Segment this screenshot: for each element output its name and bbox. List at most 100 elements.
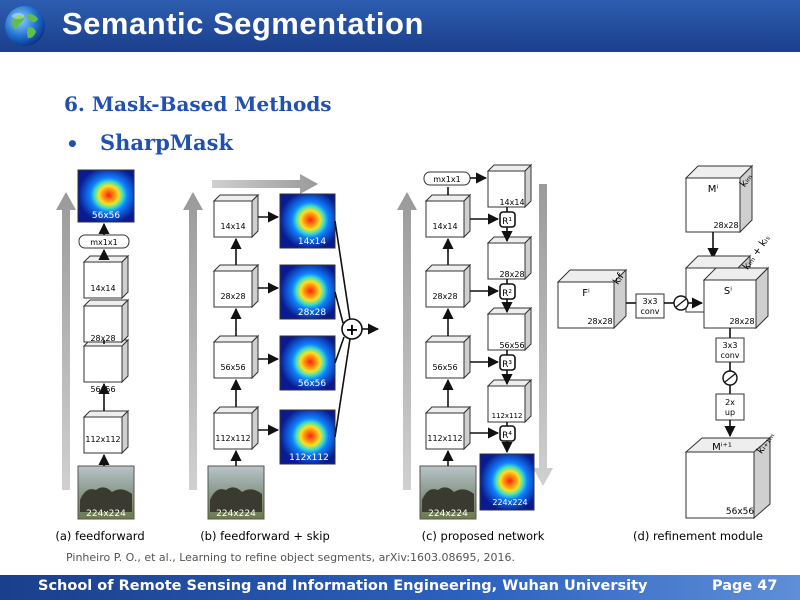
layer-label: 14x14 xyxy=(90,284,115,293)
input-size-b: 224x224 xyxy=(216,509,256,519)
cube-m-top: Mⁱ 28x28 kᵢₘ xyxy=(684,164,755,234)
page-title: Semantic Segmentation xyxy=(62,6,424,41)
skip-mask-56: 56x56 xyxy=(279,335,336,391)
mask-size: 56x56 xyxy=(499,341,524,350)
input-size-a: 224x224 xyxy=(86,509,126,519)
flow-arrow-up-c xyxy=(397,192,417,490)
mask-size: 112x112 xyxy=(289,453,329,463)
globe-icon xyxy=(5,6,45,46)
m-label: Mⁱ xyxy=(708,184,719,195)
refine-label: R¹ xyxy=(502,217,512,227)
input-image-b: 224x224 xyxy=(207,465,265,520)
caption-c: (c) proposed network xyxy=(422,529,545,543)
up-text: 2x xyxy=(725,398,735,407)
layer-a-28: 28x28 xyxy=(82,298,130,344)
panel-feedforward: 224x224 112x112 56x56 28x28 14x14 xyxy=(55,169,145,543)
flow-arrow-right-b xyxy=(212,174,318,194)
pool-label-a: mx1x1 xyxy=(90,238,117,247)
layer-a-14: 14x14 xyxy=(82,254,130,300)
layer-b-112: 112x112 xyxy=(212,405,260,451)
layer-label: 14x14 xyxy=(220,222,245,231)
refine-mask-14: 14x14 xyxy=(486,163,533,209)
mask-size: 28x28 xyxy=(499,270,524,279)
footer-school: School of Remote Sensing and Information… xyxy=(38,578,648,594)
refine-mask-28: 28x28 xyxy=(486,235,533,281)
conv-left: 3x3 conv xyxy=(635,293,665,319)
m-size: 28x28 xyxy=(713,221,738,230)
refine-mask-56: 56x56 xyxy=(486,306,533,352)
sharpmask-diagram: 224x224 112x112 56x56 28x28 14x14 xyxy=(55,163,777,543)
layer-label: 14x14 xyxy=(432,222,457,231)
layer-label: 112x112 xyxy=(427,434,462,443)
refine-block-2: R² xyxy=(499,283,516,300)
layer-label: 112x112 xyxy=(215,434,250,443)
panel-proposed: 224x224 112x112 56x56 28x28 14x14 xyxy=(397,163,553,543)
conv-text: conv xyxy=(640,307,659,316)
layer-label: 56x56 xyxy=(432,363,457,372)
layer-label: 28x28 xyxy=(432,292,457,301)
layer-c-28: 28x28 xyxy=(424,263,472,309)
pool-label-c: mx1x1 xyxy=(433,175,460,184)
k-label: kᵢₘ + kᵢₛ xyxy=(741,233,773,272)
layer-label: 28x28 xyxy=(90,334,115,343)
activation-left xyxy=(673,295,689,311)
f-size: 28x28 xyxy=(587,317,612,326)
layer-label: 56x56 xyxy=(220,363,245,372)
k-label: kᵢ₊₁ₘ xyxy=(755,431,777,456)
layer-b-56: 56x56 xyxy=(212,334,260,380)
bullet-sharpmask: SharpMask xyxy=(100,130,234,155)
conv-mid: 3x3 conv xyxy=(715,337,745,363)
page-number: Page 47 xyxy=(712,578,778,594)
upsample: 2x up xyxy=(715,393,745,421)
citation: Pinheiro P. O., et al., Learning to refi… xyxy=(66,551,516,564)
footer-bar: School of Remote Sensing and Information… xyxy=(0,575,800,600)
mask-size: 112x112 xyxy=(492,412,523,420)
layer-c-14: 14x14 xyxy=(424,193,472,239)
mask-size: 56x56 xyxy=(298,379,327,389)
cube-f: Fⁱ 28x28 kᵢf xyxy=(556,268,628,330)
caption-a: (a) feedforward xyxy=(55,529,144,543)
refine-block-1: R¹ xyxy=(499,211,516,228)
panel-skip: 224x224 112x112 56x56 28x28 14x14 xyxy=(183,174,380,543)
s-size: 28x28 xyxy=(729,317,754,326)
section-title: 6. Mask-Based Methods xyxy=(64,92,332,116)
refine-block-3: R³ xyxy=(499,354,516,371)
output-size-c: 224x224 xyxy=(492,498,527,507)
skip-mask-28: 28x28 xyxy=(279,264,336,320)
up-text: up xyxy=(725,408,735,417)
layer-label: 112x112 xyxy=(85,435,120,444)
output-mask-c: 224x224 xyxy=(479,453,535,511)
layer-a-112: 112x112 xyxy=(82,409,130,455)
s-label: Sⁱ xyxy=(724,286,732,297)
caption-b: (b) feedforward + skip xyxy=(200,529,330,543)
input-size-c: 224x224 xyxy=(428,509,468,519)
mask-size: 14x14 xyxy=(298,237,327,247)
conv-text: conv xyxy=(720,351,739,360)
input-image-c: 224x224 xyxy=(419,465,477,520)
sum-symbol: + xyxy=(345,320,358,339)
layer-label: 28x28 xyxy=(220,292,245,301)
m-size: 56x56 xyxy=(726,507,755,517)
mask-size: 28x28 xyxy=(298,308,327,318)
f-label: Fⁱ xyxy=(582,288,590,299)
cube-m-bottom: Mⁱ⁺¹ 56x56 kᵢ₊₁ₘ xyxy=(684,431,777,520)
conv-text: 3x3 xyxy=(723,341,738,350)
refine-label: R⁴ xyxy=(502,431,512,441)
refine-block-4: R⁴ xyxy=(499,425,516,442)
skip-mask-14: 14x14 xyxy=(279,193,336,249)
layer-c-56: 56x56 xyxy=(424,334,472,380)
activation-mid xyxy=(722,370,738,386)
flow-arrow-down-c xyxy=(533,184,553,486)
conv-text: 3x3 xyxy=(643,297,658,306)
output-mask-a: 56x56 xyxy=(77,169,135,223)
m-label: Mⁱ⁺¹ xyxy=(712,442,732,453)
panel-refinement: Mⁱ 28x28 kᵢₘ Mⁱ Sⁱ 28x28 kᵢₘ + kᵢₛ Fⁱ 28… xyxy=(556,164,777,543)
cube-ms-mid: Mⁱ Sⁱ 28x28 kᵢₘ + kᵢₛ xyxy=(684,233,773,330)
layer-c-112: 112x112 xyxy=(424,405,472,451)
refine-label: R³ xyxy=(502,360,512,370)
input-image-a: 224x224 xyxy=(77,465,135,520)
mask-size: 14x14 xyxy=(499,198,524,207)
layer-b-28: 28x28 xyxy=(212,263,260,309)
flow-arrow-up-b xyxy=(183,192,203,490)
title-bar: Semantic Segmentation xyxy=(0,0,800,52)
